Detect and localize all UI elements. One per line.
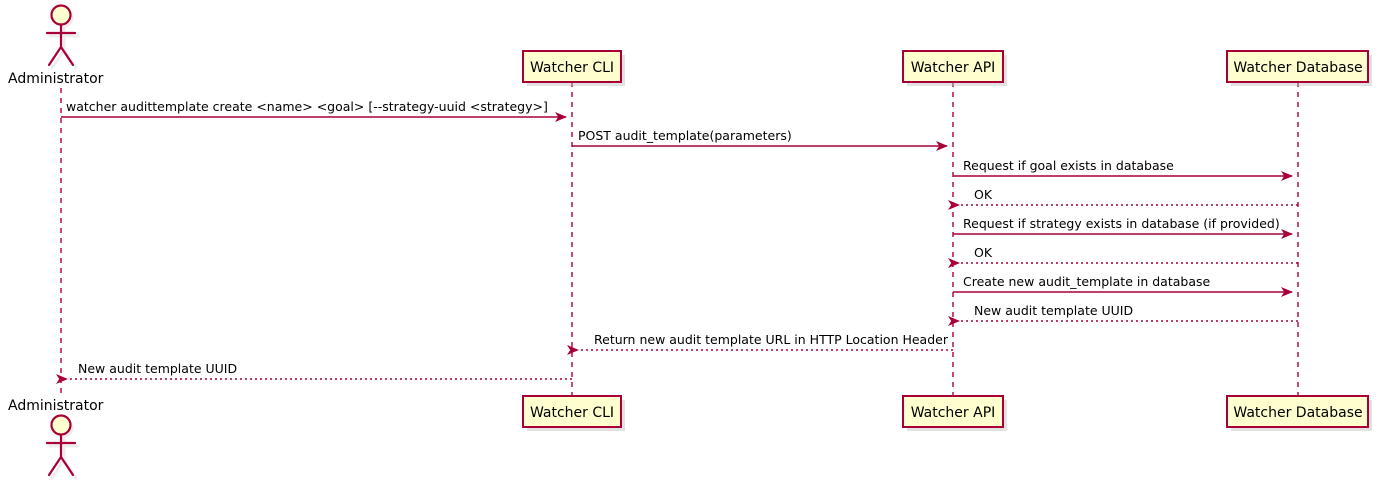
- box-fill: [1226, 50, 1369, 83]
- actor-head-icon: [50, 4, 72, 26]
- actor-head-icon: [50, 414, 72, 436]
- message-label: New audit template UUID: [78, 361, 237, 376]
- box-fill: [902, 395, 1004, 428]
- actor-label-administrator-bottom: Administrator: [8, 398, 104, 414]
- message-label: Return new audit template URL in HTTP Lo…: [594, 332, 949, 347]
- message-label: Create new audit_template in database: [963, 274, 1210, 289]
- participant-label-watcher-api: Watcher API: [911, 405, 996, 421]
- message-label: OK: [974, 187, 993, 202]
- message-1[interactable]: watcher audittemplate create <name> <goa…: [61, 99, 567, 122]
- message-9[interactable]: Return new audit template URL in HTTP Lo…: [567, 332, 953, 355]
- participant-box-watcher-database-bottom[interactable]: Watcher Database: [1226, 395, 1372, 431]
- message-label: Request if goal exists in database: [963, 158, 1174, 173]
- message-label: New audit template UUID: [974, 303, 1133, 318]
- participant-box-watcher-api-top[interactable]: Watcher API: [902, 50, 1007, 86]
- message-label: watcher audittemplate create <name> <goa…: [66, 99, 548, 114]
- box-fill: [1226, 395, 1369, 428]
- message-4[interactable]: OK: [948, 187, 1298, 210]
- actor-administrator-bottom[interactable]: Administrator: [8, 398, 104, 480]
- box-fill: [522, 395, 622, 428]
- participant-box-watcher-database-top[interactable]: Watcher Database: [1226, 50, 1372, 86]
- message-5[interactable]: Request if strategy exists in database (…: [953, 216, 1293, 239]
- participant-label-watcher-cli: Watcher CLI: [530, 405, 614, 421]
- participant-label-watcher-cli: Watcher CLI: [530, 60, 614, 76]
- message-label: OK: [974, 245, 993, 260]
- box-fill: [902, 50, 1004, 83]
- participant-label-watcher-api: Watcher API: [911, 60, 996, 76]
- box-fill: [522, 50, 622, 83]
- message-label: Request if strategy exists in database (…: [963, 216, 1280, 231]
- message-7[interactable]: Create new audit_template in database: [953, 274, 1293, 297]
- message-3[interactable]: Request if goal exists in database: [953, 158, 1293, 181]
- lifelines: [60, 82, 1299, 396]
- message-6[interactable]: OK: [948, 245, 1298, 268]
- message-8[interactable]: New audit template UUID: [948, 303, 1298, 326]
- participant-label-watcher-database: Watcher Database: [1233, 405, 1362, 421]
- participant-box-watcher-cli-top[interactable]: Watcher CLI: [522, 50, 625, 86]
- actor-body-icon: [45, 433, 77, 477]
- message-2[interactable]: POST audit_template(parameters): [572, 128, 948, 151]
- message-10[interactable]: New audit template UUID: [56, 361, 572, 384]
- participant-label-watcher-database: Watcher Database: [1233, 60, 1362, 76]
- actor-administrator-top[interactable]: Administrator: [8, 4, 104, 88]
- participant-box-watcher-cli-bottom[interactable]: Watcher CLI: [522, 395, 625, 431]
- actor-label-administrator-top: Administrator: [8, 71, 104, 87]
- participant-box-watcher-api-bottom[interactable]: Watcher API: [902, 395, 1007, 431]
- message-label: POST audit_template(parameters): [578, 128, 792, 143]
- actor-body-icon: [45, 23, 77, 67]
